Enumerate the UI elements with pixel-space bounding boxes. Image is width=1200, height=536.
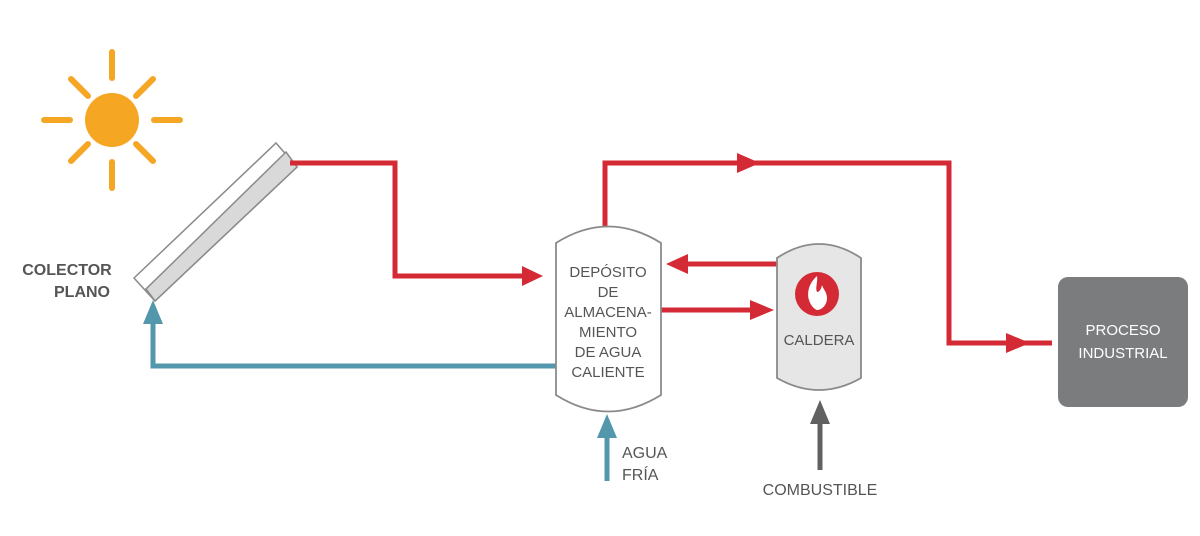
cold-line-tank-to-collector bbox=[143, 300, 556, 369]
cold-water-label-line2: FRÍA bbox=[622, 465, 659, 484]
process-label-line1: PROCESO bbox=[1085, 322, 1160, 339]
fuel-inlet-arrow bbox=[810, 400, 830, 470]
cold-water-label-line1: AGUA bbox=[622, 445, 668, 462]
flat-collector bbox=[132, 141, 299, 303]
tank-label: DEPÓSITO DE ALMACENA- MIENTO DE AGUA CAL… bbox=[564, 264, 652, 381]
boiler bbox=[776, 243, 862, 391]
sun-icon bbox=[41, 49, 183, 191]
hot-line-tank-to-process bbox=[602, 153, 1052, 353]
flame-icon bbox=[795, 272, 839, 316]
hot-line-tank-to-boiler bbox=[661, 300, 774, 320]
industrial-process-box bbox=[1058, 277, 1188, 407]
cold-water-inlet-arrow bbox=[597, 414, 617, 481]
tank-label-line: DEPÓSITO bbox=[569, 264, 646, 281]
storage-tank bbox=[555, 225, 662, 413]
hot-line-boiler-to-tank bbox=[666, 254, 777, 274]
tank-label-line: ALMACENA- bbox=[564, 304, 652, 321]
tank-label-line: DE bbox=[598, 284, 619, 301]
collector-label-line1: COLECTOR bbox=[22, 262, 112, 279]
hot-line-collector-to-tank bbox=[290, 160, 543, 286]
process-label-line2: INDUSTRIAL bbox=[1078, 345, 1167, 362]
tank-label-line: MIENTO bbox=[579, 324, 637, 341]
fuel-label: COMBUSTIBLE bbox=[763, 482, 878, 499]
tank-label-line: DE AGUA bbox=[575, 344, 642, 361]
boiler-label: CALDERA bbox=[784, 332, 855, 349]
tank-label-line: CALIENTE bbox=[571, 364, 644, 381]
collector-label-line2: PLANO bbox=[54, 284, 110, 301]
